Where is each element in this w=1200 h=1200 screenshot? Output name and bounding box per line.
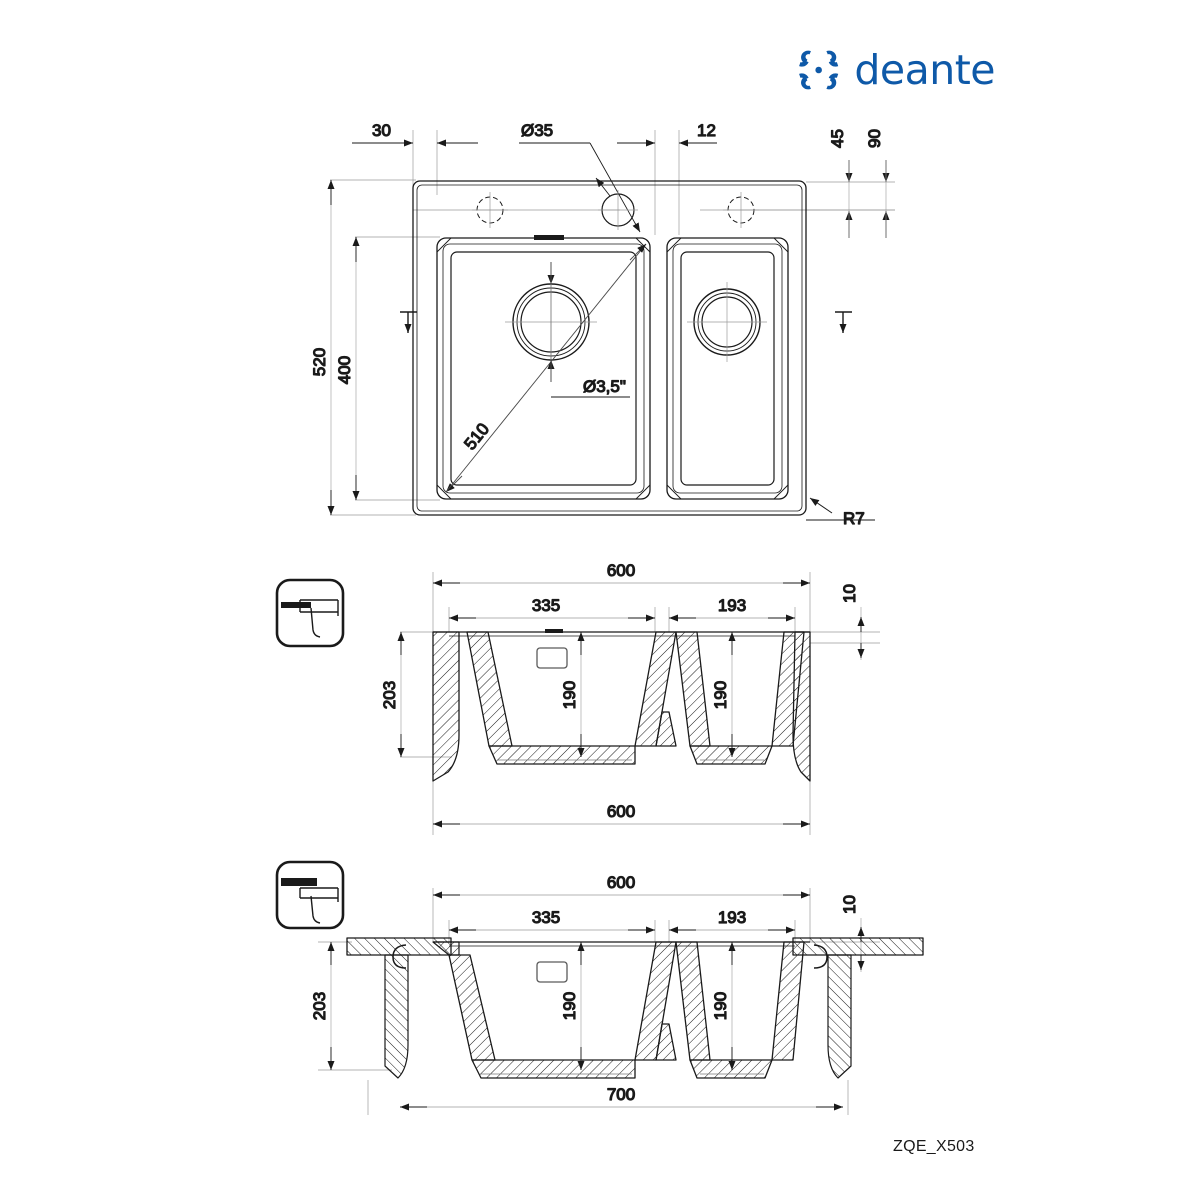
tap-hole-center [598,190,638,230]
dim-label-12: 12 [697,121,716,140]
dim-335-middle: 335 [449,595,655,622]
dim-label-d35inch: Ø3,5" [583,377,626,396]
dim-label-335-bot: 335 [532,908,560,927]
dim-600-top-middle: 600 [433,560,810,587]
dim-193-bottom: 193 [669,907,795,934]
dim-600-bottom-middle: 600 [433,801,810,828]
dim-90: 90 [864,128,890,238]
dim-R7: R7 [806,497,875,529]
dim-10-bottom: 10 [839,894,865,972]
dim-520: 520 [309,180,335,515]
dim-diameter-3-5-inch: Ø3,5" [547,262,630,398]
dim-label-190-right-mid: 190 [711,681,730,709]
dim-label-600-top-mid: 600 [607,561,635,580]
dim-203-middle: 203 [379,632,405,757]
bottom-section-view-group: 600 335 193 10 [275,860,924,1115]
dim-label-193-bot: 193 [718,908,746,927]
dim-45: 45 [827,128,853,238]
product-code: ZQE_X503 [893,1138,975,1155]
dim-700-bottom: 700 [400,1084,843,1111]
dim-label-600-top-bot: 600 [607,873,635,892]
dim-600-top-bottom: 600 [433,872,810,899]
dim-label-190-left-mid: 190 [560,681,579,709]
flush-mount-icon [275,578,345,648]
dim-190-left-bottom: 190 [559,942,585,1070]
section-arrows [400,311,852,333]
dim-203-bottom: 203 [309,942,335,1070]
bowl-left-top [436,235,651,500]
dim-label-335-mid: 335 [532,596,560,615]
dim-label-520: 520 [310,348,329,376]
dim-label-10-bot: 10 [840,895,859,914]
dim-label-700-bot: 700 [607,1085,635,1104]
dim-label-45: 45 [828,129,847,148]
dim-label-d35: Ø35 [521,121,553,140]
top-view-group: 30 12 Ø35 45 [309,120,895,529]
dim-400: 400 [334,237,360,500]
sink-section-middle [432,629,811,782]
dim-190-right-middle: 190 [710,632,736,757]
dim-label-600-bot-mid: 600 [607,802,635,821]
dim-diameter-35: Ø35 [519,120,641,233]
bowl-right-top [666,237,789,500]
deante-pinwheel-logo-icon [799,50,839,90]
tap-hole-left [472,192,508,228]
dim-label-400: 400 [335,356,354,384]
dim-10-middle: 10 [839,583,865,660]
dim-label-203-bot: 203 [310,992,329,1020]
dim-193-middle: 193 [669,595,795,622]
dim-label-R7: R7 [843,509,865,528]
brand-logo: deante [795,40,995,100]
dim-30: 30 [352,120,478,147]
dim-label-90: 90 [865,129,884,148]
middle-section-view-group: 600 335 193 10 [275,560,880,835]
dim-label-190-left-bot: 190 [560,992,579,1020]
dim-label-193-mid: 193 [718,596,746,615]
dim-label-203-mid: 203 [380,681,399,709]
dim-label-30: 30 [372,121,391,140]
sink-outline-top [412,180,807,516]
dim-335-bottom: 335 [449,907,655,934]
dim-190-right-bottom: 190 [710,942,736,1070]
dim-12: 12 [617,120,717,147]
dim-label-10-mid: 10 [840,584,859,603]
dim-label-510: 510 [460,420,493,454]
dim-510-diagonal: 510 [445,243,647,493]
tap-hole-right [723,192,759,228]
sink-section-bottom [384,941,852,1079]
undermount-icon [275,860,345,930]
dim-label-190-right-bot: 190 [711,992,730,1020]
brand-name: deante [854,45,995,94]
countertop-slab [346,937,924,956]
dim-190-left-middle: 190 [559,632,585,757]
